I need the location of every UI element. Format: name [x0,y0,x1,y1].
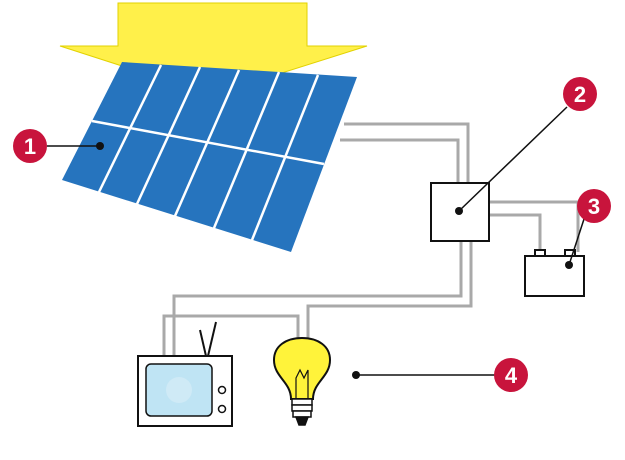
bulb-glass [272,336,332,400]
tv-antenna-right [207,321,217,357]
callout-badge-3: 3 [577,189,611,223]
callout-badge-2-number: 2 [574,82,586,107]
bulb-screw-base [291,398,313,426]
sunlight-arrow [59,2,368,96]
light-bulb [272,336,332,426]
battery [524,249,585,297]
bulb-filament [295,368,309,399]
tv-screen-glare [166,377,192,403]
callout-leaders [47,106,586,376]
callout-badge-2: 2 [563,77,597,111]
callout-badge-1-number: 1 [24,134,36,159]
battery-body [524,255,585,297]
callout-badge-3-number: 3 [588,194,600,219]
callout-anchor-dots [96,142,573,379]
callout-badge-4: 4 [494,358,528,392]
solar-panel-body [62,62,357,252]
callout-badge-4-number: 4 [505,363,518,388]
television [137,321,233,427]
tv-knob-bottom [217,404,227,414]
tv-antenna-left [199,329,207,357]
solar-panel-grid [91,64,325,241]
solar-panel [62,62,357,252]
callout-badge-1: 1 [13,129,47,163]
tv-knob-top [217,385,227,395]
wiring [162,122,580,358]
